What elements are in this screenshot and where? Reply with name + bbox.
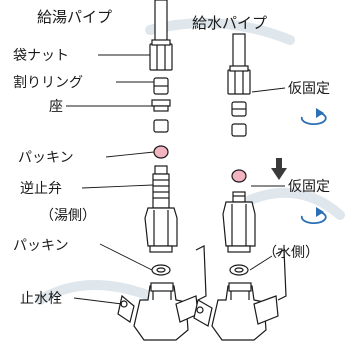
cold-adapter: [222, 191, 256, 253]
hot-pipe-label: 給湯パイプ: [37, 8, 112, 26]
cold-side-label: （水側）: [263, 245, 319, 261]
check-valve-label: 逆止弁: [20, 181, 62, 197]
down-arrow-icon: [271, 158, 287, 180]
stop-valve-label: 止水栓: [20, 291, 62, 307]
temp-fix-bottom-label: 仮固定: [288, 179, 330, 195]
labels: 給湯パイプ 給水パイプ 袋ナット 割りリング 座 パッキン 逆止弁 （湯側） パ…: [13, 8, 330, 307]
cold-seat: [231, 123, 247, 137]
cold-packing-top: [231, 169, 247, 183]
hot-washer: [153, 119, 169, 133]
hot-side-label: （湯側）: [40, 207, 96, 224]
hot-packing-top: [153, 145, 169, 159]
hot-bag-nut: [149, 39, 173, 71]
hot-seat: [151, 99, 171, 112]
packing-bottom-label: パッキン: [13, 238, 69, 254]
cold-bag-nut: [227, 65, 251, 95]
bag-nut-label: 袋ナット: [13, 48, 69, 64]
packing-top-label: パッキン: [18, 150, 74, 166]
seat-label: 座: [49, 99, 63, 115]
hot-split-ring: [153, 77, 169, 95]
split-ring-label: 割りリング: [13, 74, 83, 91]
temp-fix-top-label: 仮固定: [288, 81, 330, 97]
cold-stop-valve: [193, 249, 287, 341]
cold-assembly: [193, 33, 287, 341]
leader-lines: [66, 54, 286, 305]
rotate-icon-bottom: [300, 207, 327, 225]
cold-split-ring: [231, 101, 247, 117]
cold-pipe-label: 給水パイプ: [192, 14, 267, 32]
rotate-icon-top: [300, 108, 327, 126]
hot-check-valve: [144, 165, 178, 253]
